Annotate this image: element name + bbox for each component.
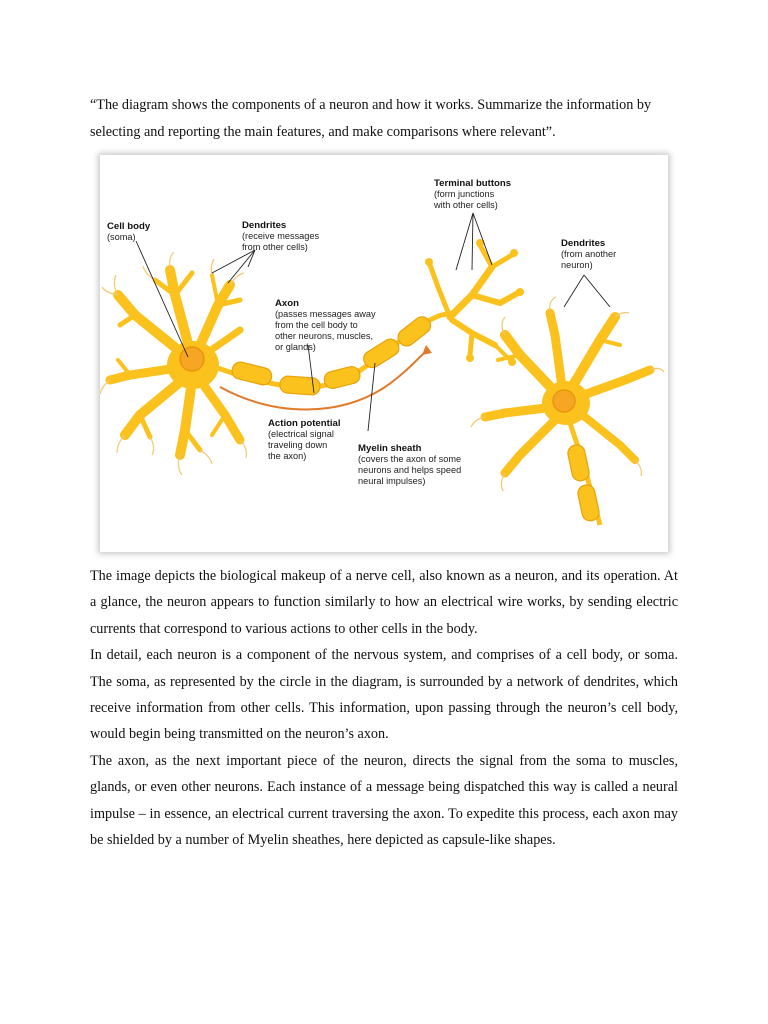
label-axon-sub-3: other neurons, muscles,: [275, 331, 373, 341]
label-cell-body-sub: (soma): [107, 232, 136, 242]
left-soma-nucleus: [180, 347, 204, 371]
paragraph-overview: The image depicts the biological makeup …: [90, 563, 678, 642]
label-dendrites-sub-2: from other cells): [242, 242, 308, 252]
paragraph-axon: The axon, as the next important piece of…: [90, 748, 678, 854]
label-action-potential-title: Action potential: [268, 418, 340, 429]
label-dendrites-other-sub-2: neuron): [561, 260, 593, 270]
right-soma-nucleus: [553, 390, 575, 412]
label-terminal-buttons-sub-2: with other cells): [433, 200, 498, 210]
label-action-potential-sub-2: traveling down: [268, 440, 327, 450]
paragraph-soma: In detail, each neuron is a component of…: [90, 642, 678, 748]
label-axon-sub-4: or glands): [275, 342, 316, 352]
arrowhead-icon: [422, 345, 432, 355]
label-dendrites-other-sub-1: (from another: [561, 249, 616, 259]
right-neuron-myelin: [566, 444, 600, 523]
label-action-potential-sub-1: (electrical signal: [268, 429, 334, 439]
label-action-potential-sub-3: the axon): [268, 451, 306, 461]
label-axon-title: Axon: [275, 298, 299, 309]
label-myelin-sub-1: (covers the axon of some: [358, 454, 461, 464]
label-myelin-title: Myelin sheath: [358, 443, 422, 454]
neuron-illustration: Cell body (soma) Dendrites (receive mess…: [100, 155, 668, 552]
label-myelin-sub-2: neurons and helps speed: [358, 465, 461, 475]
label-terminal-buttons-sub-1: (form junctions: [434, 189, 495, 199]
label-myelin-sub-3: neural impulses): [358, 476, 425, 486]
label-dendrites-other-title: Dendrites: [561, 238, 605, 249]
assignment-prompt: “The diagram shows the components of a n…: [90, 92, 678, 146]
summary-text: The image depicts the biological makeup …: [90, 563, 678, 853]
label-cell-body-title: Cell body: [107, 221, 151, 232]
label-axon-sub-2: from the cell body to: [275, 320, 358, 330]
label-terminal-buttons-title: Terminal buttons: [434, 178, 511, 189]
neuron-diagram: Cell body (soma) Dendrites (receive mess…: [100, 155, 668, 552]
label-dendrites-sub-1: (receive messages: [242, 231, 320, 241]
label-dendrites-title: Dendrites: [242, 220, 286, 231]
label-axon-sub-1: (passes messages away: [275, 309, 376, 319]
